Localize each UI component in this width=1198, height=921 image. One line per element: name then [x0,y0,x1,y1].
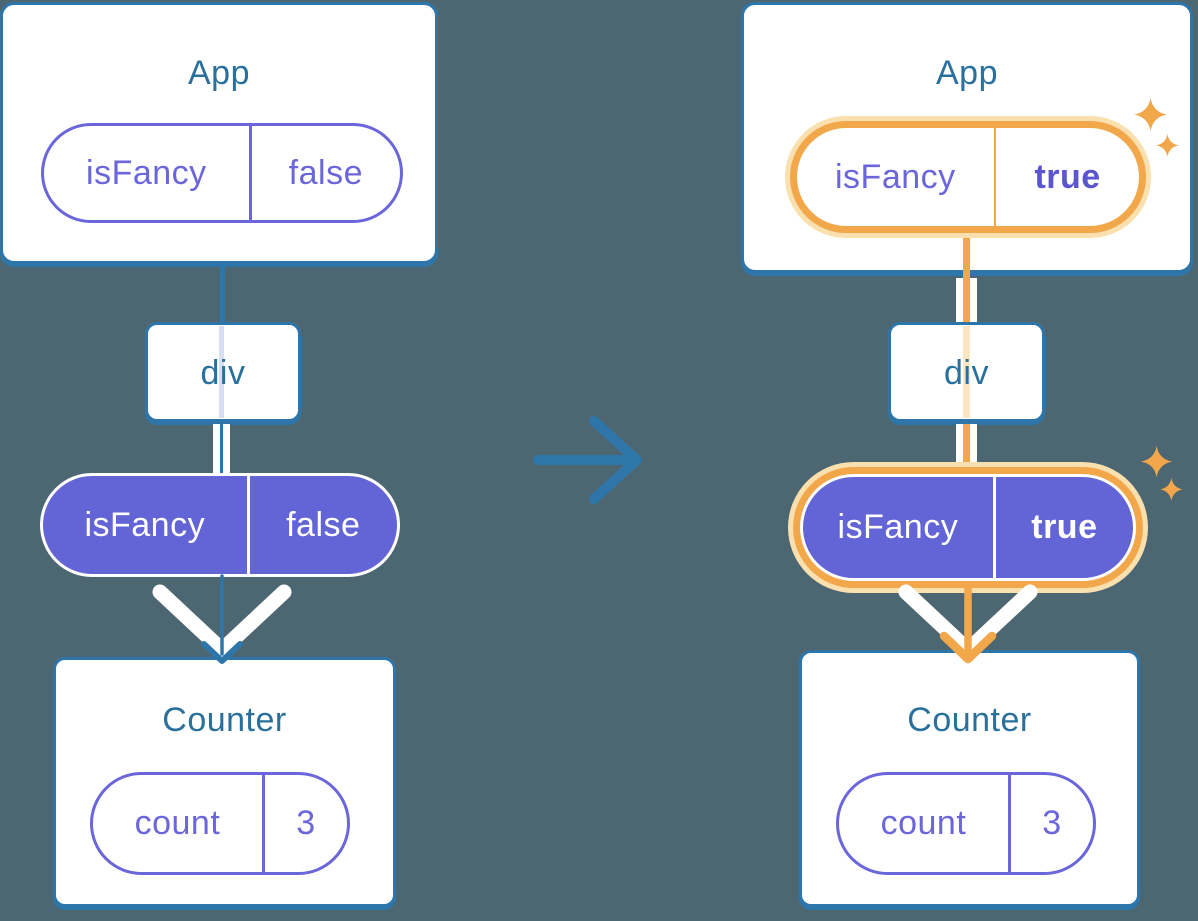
state-value: false [288,153,363,192]
prop-key: isFancy [84,505,206,544]
div-to-prop-connector-before [213,424,230,475]
component-name-div-after: div [944,354,989,392]
component-name-app-after: App [936,54,998,92]
connector-orange-line [963,278,970,323]
prop-arrow-white-chevron-before [152,584,292,658]
div-to-prop-connector-after [956,424,977,463]
transition-arrow-head [589,416,642,504]
prop-pill-before: isFancy false [40,473,400,577]
sparkle-icon [1141,446,1173,478]
app-to-div-line-before [220,263,225,325]
state-value: 3 [296,804,316,842]
prop-key: isFancy [837,508,959,546]
state-value: 3 [1042,804,1062,842]
prop-value: true [1031,508,1098,546]
connector-orange-line [963,424,970,463]
pill-divider [1007,775,1011,872]
component-name-app-before: App [188,54,250,92]
component-name-counter-after: Counter [907,701,1032,739]
state-key: isFancy [835,157,956,196]
prop-arrow-white-chevron-after [898,584,1038,658]
prop-pill-after-highlighted: isFancy true [800,474,1136,581]
state-key: count [134,804,221,842]
transition-arrow-icon [533,416,642,504]
component-name-div-before: div [200,354,246,392]
connector-white-line [213,424,220,475]
counter-state-pill-after: count 3 [836,772,1096,875]
pill-divider [248,126,252,220]
pill-divider [993,128,997,226]
state-key: count [880,804,967,842]
connector-white-line [956,278,963,323]
app-to-div-connector-after [956,278,977,323]
connector-white-line [956,424,963,463]
prop-value: false [286,505,361,544]
app-to-div-orange-line-after [963,236,970,278]
pill-divider [992,477,996,578]
sparkle-icon [1160,478,1183,501]
pill-divider [246,476,250,574]
state-value: true [1034,157,1101,196]
pass-through-line-after [963,326,970,418]
connector-white-line [970,424,977,463]
app-state-pill-after-highlighted: isFancy true [790,121,1146,233]
connector-white-line [223,424,230,475]
connector-blue-line [220,424,223,475]
pill-divider [261,775,265,872]
pass-through-line-before [219,326,224,418]
counter-state-pill-before: count 3 [90,772,350,875]
component-name-counter-before: Counter [162,701,287,739]
app-state-pill-before: isFancy false [41,123,403,223]
connector-white-line [970,278,977,323]
state-key: isFancy [86,153,207,192]
